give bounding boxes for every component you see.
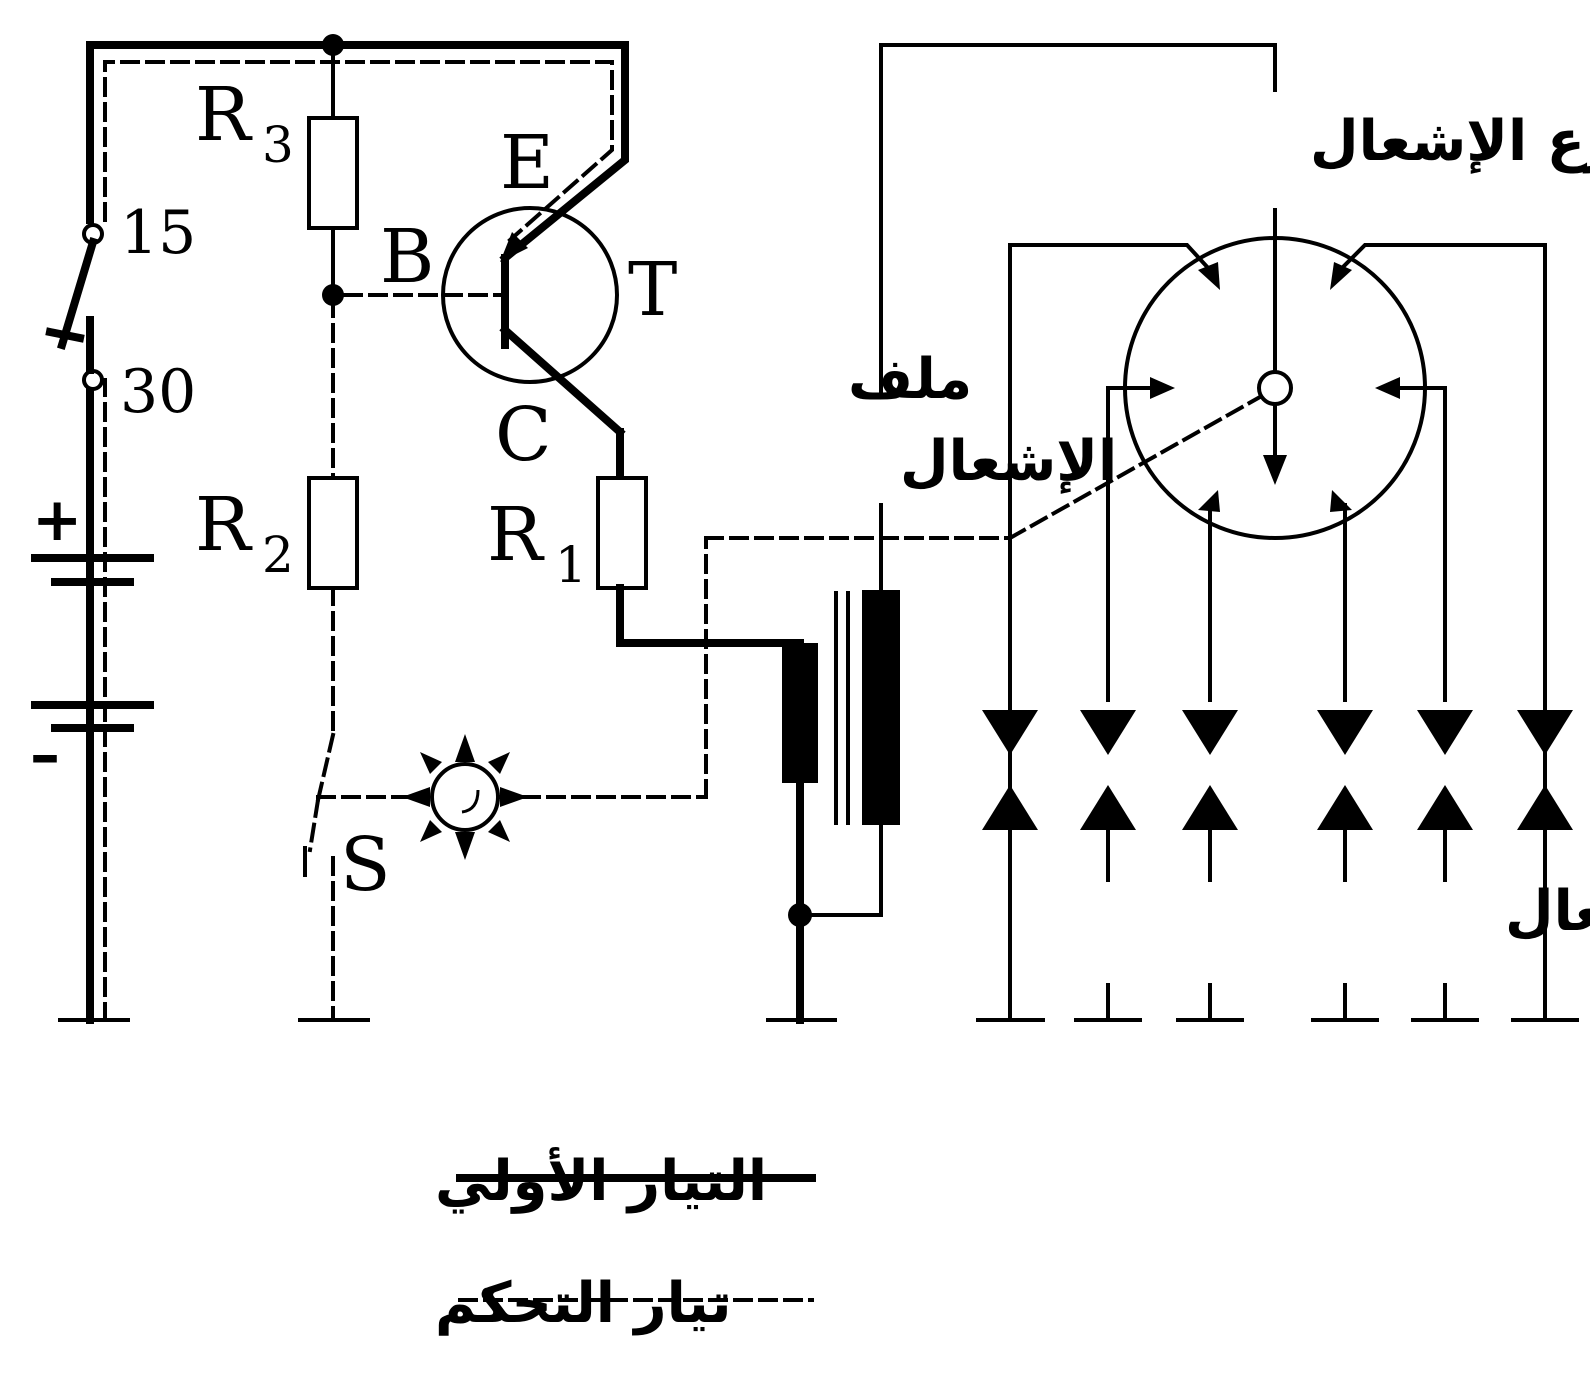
- spark-gap-4: [1317, 710, 1373, 755]
- label-base: B: [380, 214, 434, 300]
- spark-gap-5: [1417, 710, 1473, 755]
- ignition-coil: [766, 43, 1277, 1024]
- resistor-r2: [307, 476, 359, 590]
- spark-gap-3: [1182, 710, 1238, 755]
- distributor: [1008, 208, 1547, 1022]
- resistor-r1: [596, 476, 648, 590]
- label-terminal-15: 15: [120, 198, 196, 268]
- battery-branch: [31, 41, 629, 1024]
- legend-control-label: تيار التحكم: [435, 1271, 732, 1336]
- spark-gap-1: [982, 710, 1038, 755]
- divider-branch: [298, 34, 417, 1022]
- label-r1-sub: 1: [555, 536, 587, 594]
- primary-winding: [782, 643, 818, 783]
- label-coil-line2: الإشعال: [900, 429, 1117, 494]
- rotor-hub-icon: [1257, 370, 1293, 406]
- label-r1: R: [487, 492, 545, 578]
- base-node: [322, 284, 344, 306]
- label-emitter: E: [500, 120, 554, 206]
- legend-primary-label: التيار الأولي: [435, 1146, 767, 1214]
- label-r2: R: [195, 482, 253, 568]
- label-r3-sub: 3: [262, 116, 294, 174]
- spark-gap-2: [1080, 710, 1136, 755]
- resistor-r3: [307, 116, 359, 230]
- spark-gap-6: [1517, 710, 1573, 755]
- switch-s: [307, 797, 321, 853]
- rotor-arrow-icon: [1263, 455, 1287, 485]
- label-terminal-30: 30: [120, 357, 196, 427]
- label-transistor: T: [628, 247, 677, 333]
- spark-plugs: [976, 710, 1579, 1022]
- ignition-switch: [57, 237, 98, 350]
- label-r3: R: [195, 72, 253, 158]
- label-distributor: موزع الإشعال: [1310, 109, 1590, 174]
- label-spark-plugs: شموع الإشعال: [1505, 879, 1590, 944]
- label-r2-sub: 2: [262, 526, 294, 584]
- label-coil-line1: ملف: [848, 347, 972, 412]
- transistor-collector: [499, 324, 626, 438]
- secondary-winding: [862, 590, 900, 825]
- cam-wheel-icon: [402, 394, 1263, 860]
- label-minus: –: [30, 720, 60, 790]
- label-switch-s: S: [340, 822, 391, 908]
- label-collector: C: [495, 392, 552, 478]
- legend: التيار الأولي تيار التحكم: [435, 1146, 816, 1336]
- label-plus: +: [32, 485, 82, 555]
